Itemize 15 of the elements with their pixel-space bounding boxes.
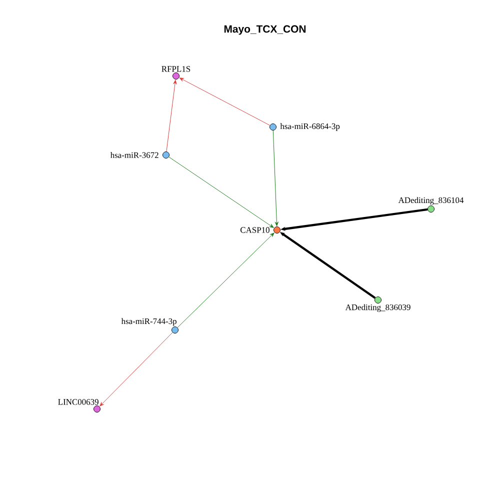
arrow [179, 78, 270, 126]
node-label: hsa-miR-3672 [110, 152, 158, 158]
node-label: hsa-miR-6864-3p [280, 123, 340, 131]
arrow [100, 332, 173, 406]
node-label: LINC00639 [58, 399, 98, 405]
node-label: RFPL1S [162, 66, 190, 72]
arrow [272, 130, 278, 226]
arrow [168, 156, 274, 228]
arrow [166, 80, 177, 152]
arrow [177, 232, 274, 328]
title: Mayo_TCX_CON [224, 25, 306, 35]
node-label: hsa-miR-744-3p [121, 318, 176, 326]
node-label: CASP10 [240, 227, 270, 233]
node-label: ADediting_836039 [345, 304, 410, 312]
node-label: ADediting_836104 [398, 197, 464, 205]
